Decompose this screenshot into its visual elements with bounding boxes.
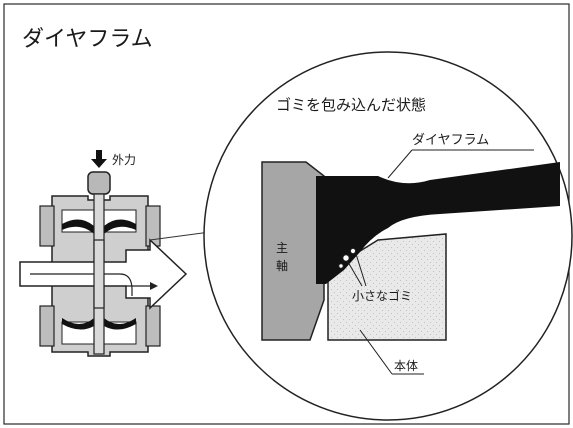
small-debris-label: 小さなゴミ [352, 288, 412, 303]
valve-flange-left-top [39, 205, 55, 247]
body-leader [359, 329, 393, 375]
flow-path-line [30, 273, 133, 296]
valve-cross-section: 外力 [19, 150, 211, 357]
external-force-label: 外力 [112, 153, 136, 167]
main-shaft-label-2: 軸 [276, 259, 288, 273]
debris-particle [349, 247, 357, 255]
diaphragm-detail [316, 162, 560, 284]
detail-leader-line [149, 231, 211, 241]
debris-leader-1 [347, 261, 363, 287]
valve-knob [87, 171, 111, 195]
valve-shaft-mid [93, 239, 105, 309]
main-shaft-label-1: 主 [276, 241, 288, 255]
figure-title: ダイヤフラム [22, 27, 153, 52]
detail-caption: ゴミを包み込んだ状態 [276, 96, 426, 114]
diaphragm-label: ダイヤフラム [412, 133, 489, 148]
main-shaft [261, 161, 325, 341]
magnified-detail: ゴミを包み込んだ状態 主 軸 ダイヤフラム 小さなゴミ 本体 [203, 51, 573, 421]
external-force-arrow [91, 150, 107, 168]
debris-leader-2 [355, 253, 367, 287]
diaphragm-leader [387, 149, 413, 179]
debris-particle [342, 254, 350, 262]
valve-flange-right-bottom [145, 305, 161, 347]
body-label: 本体 [394, 359, 418, 373]
valve-flange-left-bottom [39, 305, 55, 347]
debris-particle [338, 263, 344, 269]
